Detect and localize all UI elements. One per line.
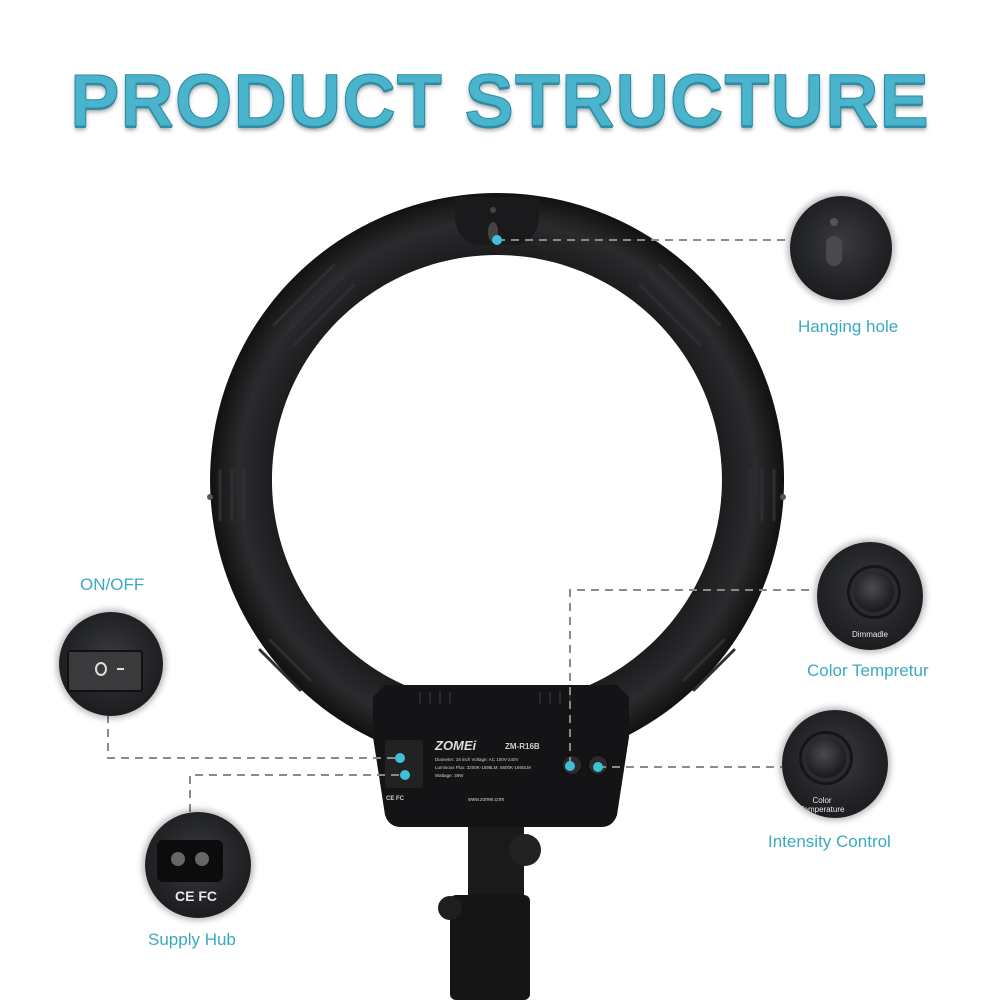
on-off-switch-closeup bbox=[59, 612, 163, 716]
hanging-hole-label: Hanging hole bbox=[798, 317, 899, 336]
brand-logo: ZOMEi bbox=[435, 738, 477, 753]
cert-marks: CE FC bbox=[175, 888, 217, 904]
intensity-control-label: Intensity Control bbox=[768, 832, 891, 851]
knob-caption: Dimmadle bbox=[852, 630, 889, 639]
knob-icon bbox=[802, 734, 850, 782]
ring-body bbox=[210, 193, 785, 767]
website-text: www.zomei.com bbox=[468, 797, 505, 803]
spec-line: Luminous Flux: 3200K-1598LM, 5600K-1660L… bbox=[435, 765, 531, 770]
vent-slots bbox=[218, 263, 776, 692]
control-panel bbox=[373, 685, 629, 827]
dimmer-knob-closeup[interactable]: Dimmadle bbox=[817, 542, 923, 650]
color-temperature-knob-closeup[interactable]: Color Temperature bbox=[782, 710, 888, 818]
hanging-hole-closeup bbox=[790, 196, 892, 300]
spec-line: Diameter: 18 inch Voltage: AC 100V-240V bbox=[435, 757, 519, 762]
knob-icon bbox=[850, 568, 898, 616]
on-off-label: ON/OFF bbox=[80, 575, 145, 594]
spec-line: Wattage: 38W bbox=[435, 773, 464, 778]
model-number: ZM-R16B bbox=[505, 742, 540, 751]
color-temperature-label: Color Tempretur bbox=[807, 661, 929, 680]
supply-hub-closeup: CE FC bbox=[145, 812, 251, 918]
knob-caption: Color Temperature bbox=[799, 796, 845, 814]
cert-marks: CE FC bbox=[386, 796, 404, 802]
callout-dots bbox=[395, 235, 603, 780]
supply-hub-label: Supply Hub bbox=[148, 930, 236, 949]
page-title: PRODUCT STRUCTURE bbox=[70, 59, 930, 143]
light-stand-mount bbox=[438, 815, 541, 1000]
